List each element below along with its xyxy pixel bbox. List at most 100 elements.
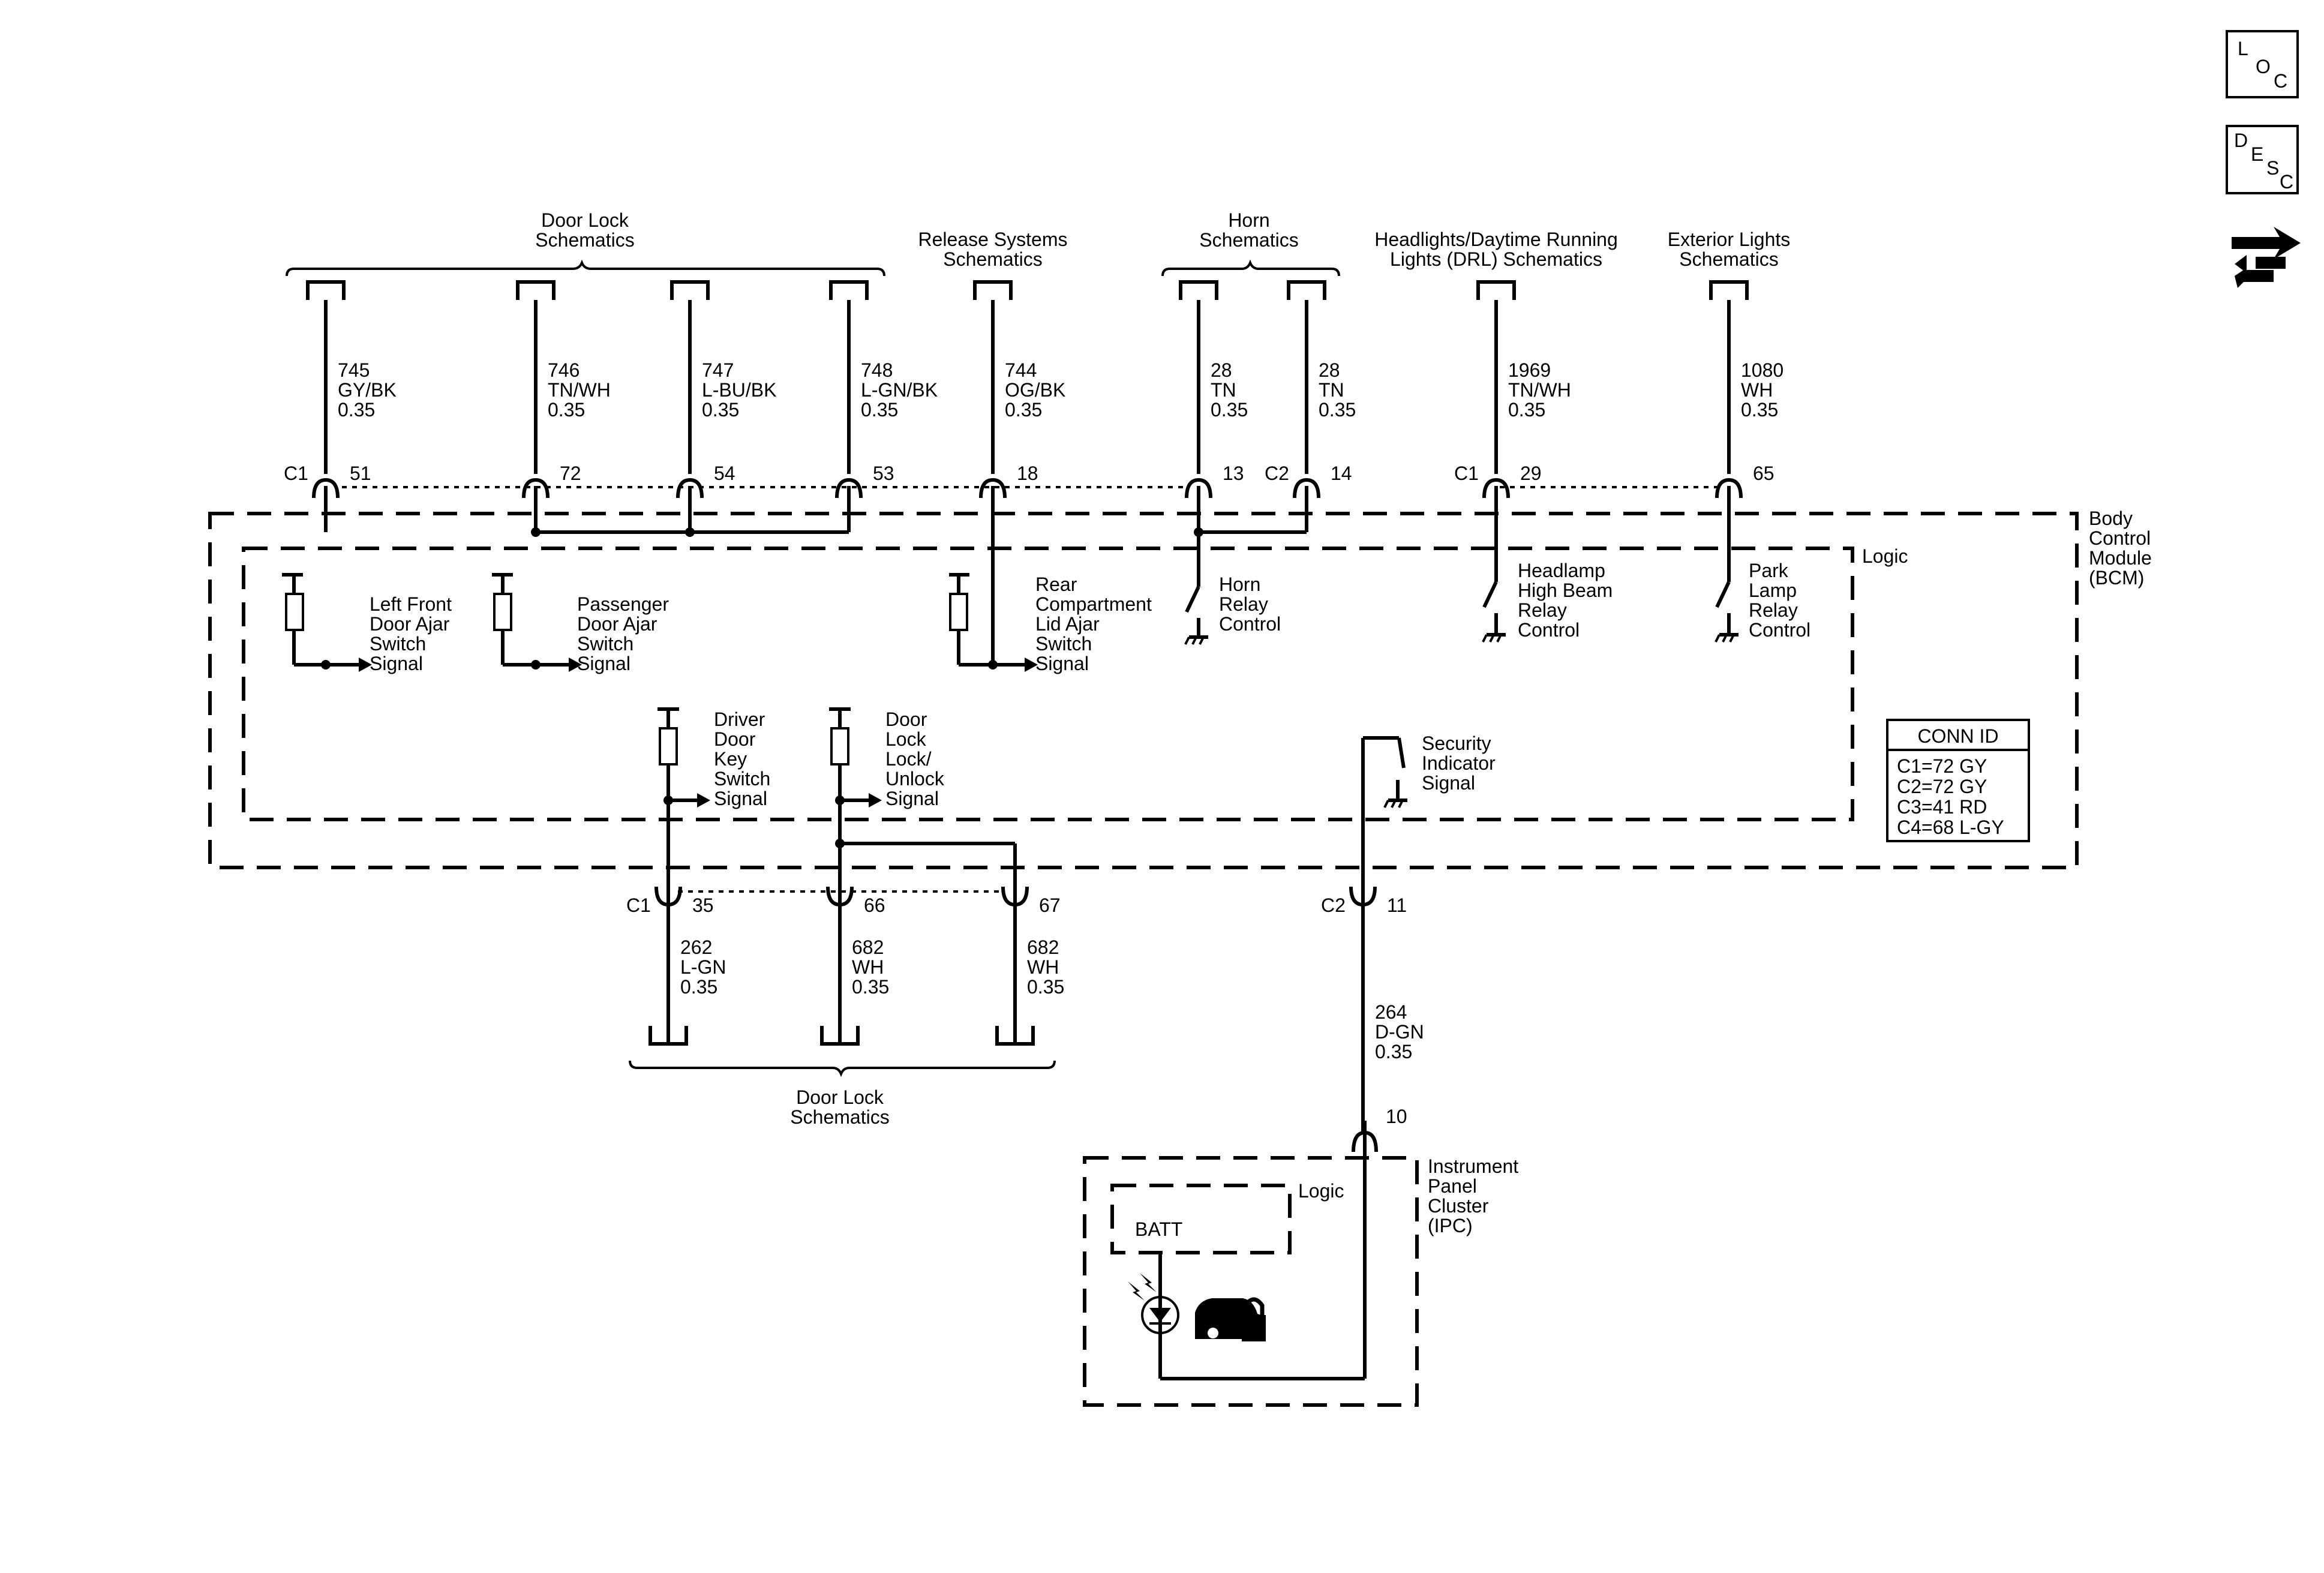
conn-id-row: C2=72 GY bbox=[1897, 776, 1987, 797]
wire-circuits: 745GY/BK0.3551C1746TN/WH0.3572747L-BU/BK… bbox=[284, 300, 1783, 1133]
wire-label: TN bbox=[1211, 379, 1236, 401]
pin-number: 35 bbox=[692, 894, 714, 916]
pin-number: 51 bbox=[350, 463, 371, 484]
loc-icon-button[interactable]: L O C bbox=[2226, 30, 2299, 98]
wire-label: 0.35 bbox=[852, 976, 889, 998]
pin-number: 72 bbox=[560, 463, 581, 484]
pin-number: 53 bbox=[873, 463, 894, 484]
wire-label: 0.35 bbox=[1508, 399, 1545, 421]
connector-id: C2 bbox=[1321, 894, 1346, 916]
pin-number: 29 bbox=[1520, 463, 1542, 484]
pin-number: 13 bbox=[1223, 463, 1244, 484]
connector-plug bbox=[670, 280, 710, 300]
loc-letter: L bbox=[2238, 38, 2248, 59]
ipc-boundary bbox=[1083, 1156, 1419, 1407]
driver-door-key-switch bbox=[657, 707, 710, 879]
connector-plug bbox=[820, 1026, 860, 1046]
connector-plug bbox=[1476, 280, 1516, 300]
desc-letter: S bbox=[2266, 157, 2279, 179]
connector-plug bbox=[1709, 280, 1749, 300]
ipc-logic-label: Logic bbox=[1298, 1180, 1344, 1202]
wire-label: 744 bbox=[1005, 359, 1037, 381]
top-connector-plugs bbox=[306, 280, 1749, 300]
wire-label: 1080 bbox=[1741, 359, 1783, 381]
pin-number: 14 bbox=[1331, 463, 1352, 484]
pin-number: 65 bbox=[1753, 463, 1774, 484]
desc-icon-button[interactable]: D E S C bbox=[2226, 125, 2299, 194]
brace-door-lock-bottom bbox=[629, 1060, 1056, 1077]
pin-number: 66 bbox=[864, 894, 885, 916]
wire-label: 0.35 bbox=[1319, 399, 1356, 421]
wire-label: 0.35 bbox=[1027, 976, 1064, 998]
wire-label: 0.35 bbox=[1375, 1041, 1412, 1062]
left-front-door-ajar-switch bbox=[282, 573, 372, 672]
security-indicator-switch bbox=[1361, 736, 1407, 879]
wire-label: 264 bbox=[1375, 1001, 1407, 1023]
brace-horn bbox=[1161, 259, 1340, 277]
wire-label: WH bbox=[852, 956, 884, 978]
wire-label: WH bbox=[1027, 956, 1059, 978]
wire-label: 0.35 bbox=[548, 399, 585, 421]
connector-id: C1 bbox=[284, 463, 308, 484]
connector-plug bbox=[516, 280, 556, 300]
ipc-connector bbox=[1158, 1121, 1378, 1380]
wire-label: 0.35 bbox=[338, 399, 375, 421]
wire-label: 262 bbox=[680, 936, 712, 958]
wire-label: 0.35 bbox=[680, 976, 717, 998]
wire-label: 28 bbox=[1319, 359, 1340, 381]
vehicle-security-lock-icon bbox=[1195, 1297, 1266, 1341]
wire-label: TN/WH bbox=[548, 379, 611, 401]
connector-plug bbox=[1179, 280, 1218, 300]
connector-tools-icon[interactable] bbox=[2232, 227, 2301, 288]
security-led-icon bbox=[1128, 1273, 1179, 1334]
desc-letter: E bbox=[2251, 143, 2263, 165]
rear-compartment-lid-ajar-switch bbox=[949, 573, 1038, 672]
bcm-boundary bbox=[208, 512, 2079, 869]
wire-label: 1969 bbox=[1508, 359, 1551, 381]
bcm-logic-label: Logic bbox=[1862, 545, 1908, 567]
wire-label: 682 bbox=[1027, 936, 1059, 958]
ipc-pin-number: 10 bbox=[1386, 1106, 1407, 1127]
connector-id: C2 bbox=[1265, 463, 1289, 484]
connector-plug bbox=[306, 280, 346, 300]
connector-id: C1 bbox=[1454, 463, 1479, 484]
wire-label: 745 bbox=[338, 359, 370, 381]
passenger-door-ajar-switch bbox=[492, 573, 582, 672]
wire-label: D-GN bbox=[1375, 1021, 1424, 1043]
wire-label: TN bbox=[1319, 379, 1344, 401]
brace-door-lock bbox=[286, 259, 885, 277]
wire-label: 0.35 bbox=[702, 399, 739, 421]
door-lock-unlock-switch bbox=[829, 707, 1017, 879]
connector-plug bbox=[1287, 280, 1326, 300]
desc-letter: C bbox=[2280, 171, 2293, 193]
connector-plug bbox=[995, 1026, 1035, 1046]
park-lamp-relay-switch bbox=[1715, 504, 1739, 643]
connector-plug bbox=[829, 280, 869, 300]
wire-label: L-GN/BK bbox=[861, 379, 938, 401]
wire-label: 682 bbox=[852, 936, 884, 958]
conn-id-row: C4=68 L-GY bbox=[1897, 816, 2004, 838]
conn-id-title: CONN ID bbox=[1917, 725, 1998, 747]
connector-id: C1 bbox=[626, 894, 651, 916]
conn-id-row: C3=41 RD bbox=[1897, 796, 1987, 818]
